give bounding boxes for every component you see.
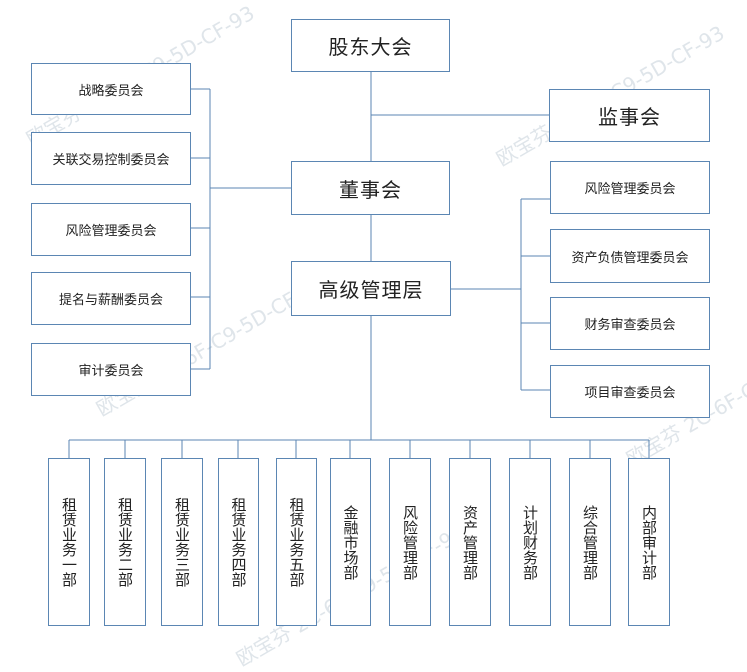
department-box: 租赁业务三部 bbox=[161, 458, 203, 626]
supervisory-board-box: 监事会 bbox=[549, 89, 710, 142]
left-committee: 风险管理委员会 bbox=[31, 203, 191, 256]
right-committee: 项目审查委员会 bbox=[550, 365, 710, 418]
department-box: 租赁业务四部 bbox=[218, 458, 259, 626]
department-box: 内部审计部 bbox=[628, 458, 670, 626]
left-committee: 战略委员会 bbox=[31, 63, 191, 115]
left-committee: 审计委员会 bbox=[31, 343, 191, 396]
senior-management-box: 高级管理层 bbox=[291, 261, 451, 316]
shareholders-meeting-box: 股东大会 bbox=[291, 19, 450, 72]
left-committee: 关联交易控制委员会 bbox=[31, 132, 191, 185]
connector-lines bbox=[68, 72, 650, 458]
department-box: 风险管理部 bbox=[389, 458, 431, 626]
department-box: 租赁业务一部 bbox=[48, 458, 90, 626]
board-of-directors-box: 董事会 bbox=[291, 161, 450, 215]
department-box: 综合管理部 bbox=[569, 458, 611, 626]
right-committee: 财务审查委员会 bbox=[550, 297, 710, 350]
right-committee: 风险管理委员会 bbox=[550, 161, 710, 214]
department-box: 金融市场部 bbox=[330, 458, 371, 626]
department-box: 资产管理部 bbox=[449, 458, 491, 626]
department-box: 计划财务部 bbox=[509, 458, 551, 626]
left-committee: 提名与薪酬委员会 bbox=[31, 272, 191, 325]
department-box: 租赁业务五部 bbox=[276, 458, 317, 626]
department-box: 租赁业务二部 bbox=[104, 458, 146, 626]
right-committee: 资产负债管理委员会 bbox=[550, 229, 710, 283]
